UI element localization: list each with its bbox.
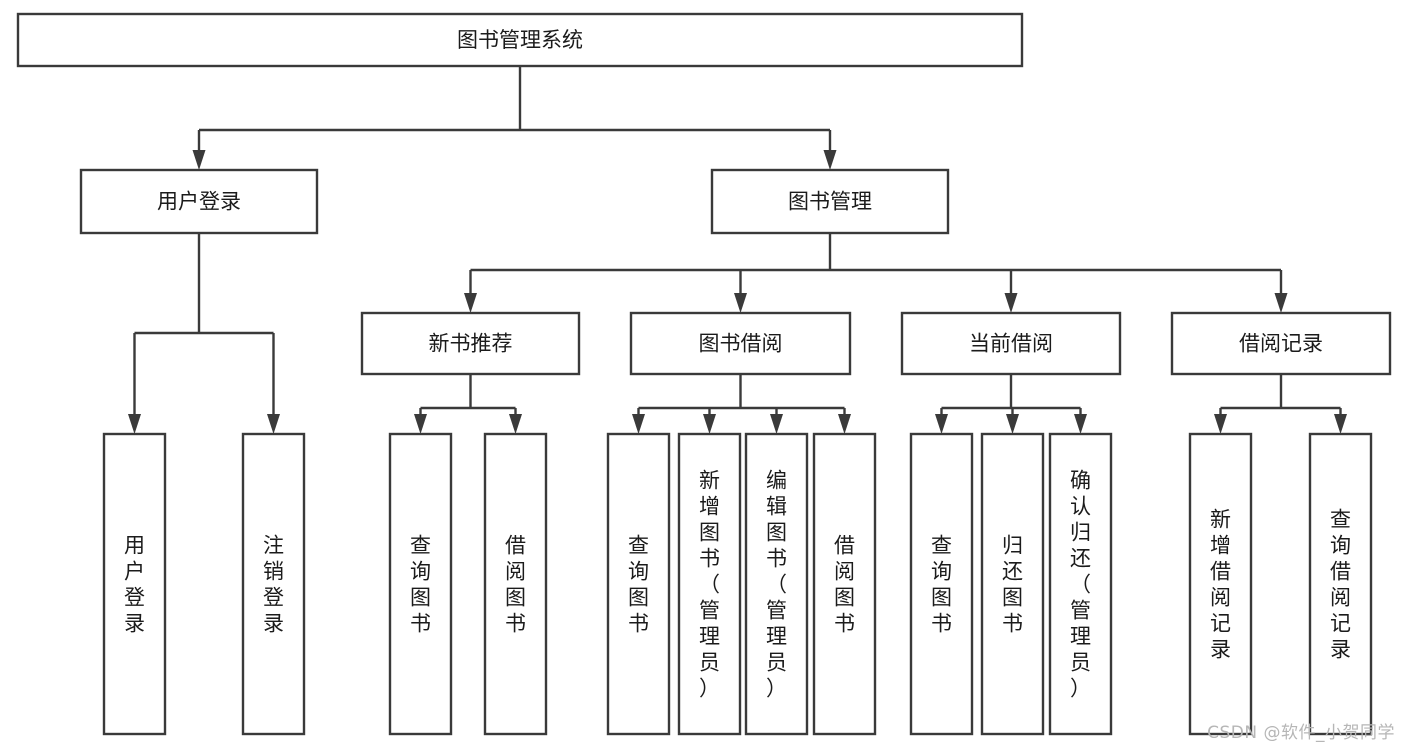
node-label-user-login: 用户登录: [157, 190, 241, 214]
node-label-leaf-return-book: 归还图书: [1002, 533, 1023, 635]
arrow-head-icon-user-login: [192, 150, 206, 170]
node-leaf-edit-book[interactable]: 编辑图书（管理员）: [744, 432, 809, 736]
node-box-leaf-query-book-current: [909, 432, 974, 736]
node-label-book-manage: 图书管理: [788, 190, 872, 214]
arrow-head-icon-leaf-user-logout: [267, 414, 280, 434]
node-label-root: 图书管理系统: [457, 28, 583, 52]
node-box-user-login: [79, 168, 319, 235]
arrow-head-icon-new-book-rec: [464, 293, 477, 313]
node-box-leaf-borrow-book-rec: [483, 432, 548, 736]
node-label-leaf-borrow-book: 借阅图书: [834, 533, 855, 635]
arrow-head-icon-leaf-add-record: [1214, 414, 1227, 434]
node-box-leaf-return-book: [980, 432, 1045, 736]
arrow-head-icon-leaf-confirm-return: [1074, 414, 1087, 434]
node-current-borrow[interactable]: 当前借阅: [900, 311, 1122, 376]
node-label-leaf-add-book: 新增图书（管理员）: [699, 468, 720, 700]
arrow-head-icon-leaf-add-book: [703, 414, 716, 434]
node-box-leaf-borrow-book: [812, 432, 877, 736]
node-box-leaf-add-book: [677, 432, 742, 736]
node-label-leaf-borrow-book-rec: 借阅图书: [505, 533, 526, 635]
node-label-book-borrow: 图书借阅: [699, 332, 783, 356]
node-box-leaf-user-login: [102, 432, 167, 736]
arrow-head-icon-leaf-borrow-book-rec: [509, 414, 522, 434]
node-box-leaf-query-record: [1308, 432, 1373, 736]
node-box-leaf-user-logout: [241, 432, 306, 736]
node-user-login[interactable]: 用户登录: [79, 168, 319, 235]
node-label-leaf-query-book-current: 查询图书: [931, 533, 952, 635]
node-label-leaf-edit-book: 编辑图书（管理员）: [766, 468, 787, 700]
nodes-layer: 图书管理系统用户登录图书管理新书推荐图书借阅当前借阅借阅记录用户登录注销登录查询…: [16, 12, 1392, 736]
node-leaf-borrow-book[interactable]: 借阅图书: [812, 432, 877, 736]
node-box-book-manage: [710, 168, 950, 235]
node-label-leaf-query-book-rec: 查询图书: [410, 533, 431, 635]
watermark-text: CSDN @软件_小贺同学: [1207, 723, 1395, 743]
node-leaf-user-logout[interactable]: 注销登录: [241, 432, 306, 736]
arrow-head-icon-book-borrow: [734, 293, 747, 313]
node-root[interactable]: 图书管理系统: [16, 12, 1024, 68]
node-box-leaf-add-record: [1188, 432, 1253, 736]
node-book-manage[interactable]: 图书管理: [710, 168, 950, 235]
node-box-book-borrow: [629, 311, 852, 376]
node-label-leaf-add-record: 新增借阅记录: [1210, 507, 1231, 661]
arrow-head-icon-leaf-borrow-book: [838, 414, 851, 434]
node-leaf-query-record[interactable]: 查询借阅记录: [1308, 432, 1373, 736]
arrow-head-icon-current-borrow: [1004, 293, 1018, 313]
node-label-leaf-query-book-borrow: 查询图书: [628, 533, 649, 635]
node-box-leaf-confirm-return: [1048, 432, 1113, 736]
node-box-leaf-edit-book: [744, 432, 809, 736]
arrow-head-icon-leaf-query-book-rec: [414, 414, 427, 434]
node-label-borrow-record: 借阅记录: [1239, 332, 1323, 356]
node-box-new-book-rec: [360, 311, 581, 376]
arrow-head-icon-borrow-record: [1274, 293, 1288, 313]
node-label-leaf-user-logout: 注销登录: [263, 533, 284, 635]
arrow-head-icon-leaf-query-book-borrow: [632, 414, 645, 434]
node-book-borrow[interactable]: 图书借阅: [629, 311, 852, 376]
node-leaf-borrow-book-rec[interactable]: 借阅图书: [483, 432, 548, 736]
node-leaf-add-book[interactable]: 新增图书（管理员）: [677, 432, 742, 736]
node-box-borrow-record: [1170, 311, 1392, 376]
node-label-current-borrow: 当前借阅: [969, 332, 1053, 356]
arrow-head-icon-leaf-query-record: [1334, 414, 1347, 434]
node-box-leaf-query-book-borrow: [606, 432, 671, 736]
node-label-leaf-user-login: 用户登录: [124, 533, 145, 635]
node-leaf-add-record[interactable]: 新增借阅记录: [1188, 432, 1253, 736]
arrow-head-icon-leaf-user-login: [128, 414, 141, 434]
node-leaf-query-book-rec[interactable]: 查询图书: [388, 432, 453, 736]
node-box-leaf-query-book-rec: [388, 432, 453, 736]
node-label-leaf-confirm-return: 确认归还（管理员）: [1070, 468, 1091, 700]
node-label-leaf-query-record: 查询借阅记录: [1330, 507, 1351, 661]
node-leaf-user-login[interactable]: 用户登录: [102, 432, 167, 736]
node-leaf-return-book[interactable]: 归还图书: [980, 432, 1045, 736]
node-box-current-borrow: [900, 311, 1122, 376]
arrow-head-icon-book-manage: [823, 150, 837, 170]
node-new-book-rec[interactable]: 新书推荐: [360, 311, 581, 376]
arrow-head-icon-leaf-return-book: [1006, 414, 1019, 434]
node-leaf-confirm-return[interactable]: 确认归还（管理员）: [1048, 432, 1113, 736]
arrow-head-icon-leaf-query-book-current: [935, 414, 948, 434]
node-leaf-query-book-borrow[interactable]: 查询图书: [606, 432, 671, 736]
node-leaf-query-book-current[interactable]: 查询图书: [909, 432, 974, 736]
arrow-head-icon-leaf-edit-book: [770, 414, 783, 434]
node-box-root: [16, 12, 1024, 68]
node-borrow-record[interactable]: 借阅记录: [1170, 311, 1392, 376]
node-label-new-book-rec: 新书推荐: [429, 332, 513, 356]
edges-layer: [128, 66, 1347, 434]
